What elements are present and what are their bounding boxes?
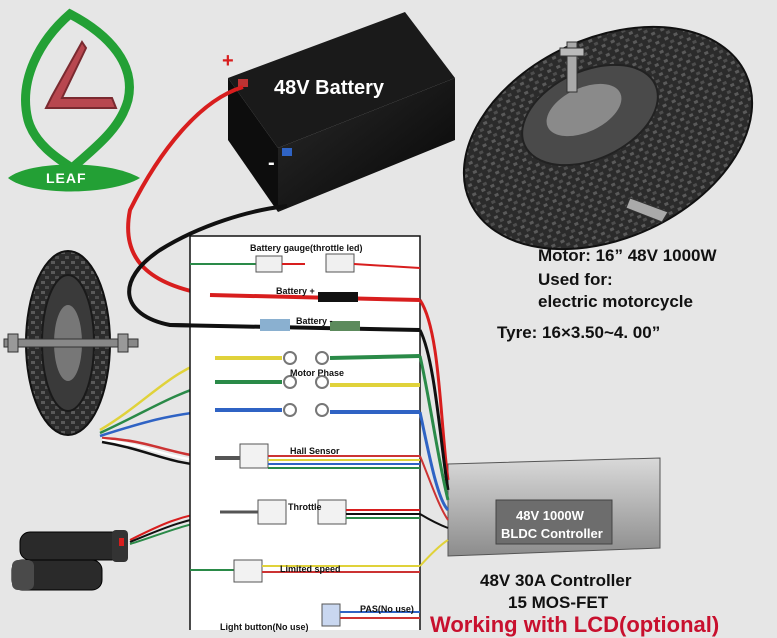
battery-plus-label: +	[222, 50, 234, 72]
controller-label-line2: BLDC Controller	[501, 526, 603, 541]
panel-wire-rows	[169, 253, 421, 627]
label-motor-phase: Motor Phase	[290, 368, 345, 378]
logo-banner	[8, 164, 140, 192]
controller	[418, 299, 661, 567]
logo-l-shape	[44, 40, 118, 109]
battery-plus-terminal	[238, 79, 248, 87]
motor-info-line1: Motor: 16” 48V 1000W	[538, 246, 717, 265]
label-battery-minus: Battery -	[296, 316, 333, 326]
logo-text: LEAF	[46, 170, 87, 186]
battery-minus-terminal	[282, 148, 292, 156]
throttle-handles	[11, 530, 128, 591]
controller-caption-line2: 15 MOS-FET	[508, 593, 609, 612]
motor-info-line3: electric motorcycle	[538, 292, 693, 311]
battery-minus-wire	[127, 204, 421, 332]
label-limited-speed: Limited speed	[280, 564, 341, 574]
leaf-logo	[8, 8, 140, 192]
label-battery-gauge: Battery gauge(throttle led)	[250, 243, 363, 253]
wiring-panel	[189, 235, 421, 630]
motor-info-line2: Used for:	[538, 270, 613, 289]
battery-plus-wire	[126, 85, 421, 304]
label-battery-plus: Battery +	[276, 286, 315, 296]
label-throttle: Throttle	[288, 502, 322, 512]
label-light-button: Light button(No use)	[220, 622, 309, 632]
battery-minus-label: -	[268, 152, 275, 174]
logo-leaf-shape	[21, 8, 134, 174]
controller-label-line1: 48V 1000W	[516, 508, 584, 523]
left-hub-motor	[3, 250, 139, 436]
tyre-info: Tyre: 16×3.50~4. 00”	[497, 323, 661, 342]
label-pas: PAS(No use)	[360, 604, 414, 614]
battery-title: 48V Battery	[274, 77, 385, 99]
right-hub-motor	[462, 25, 754, 251]
lcd-warning: Working with LCD(optional)	[430, 612, 720, 637]
battery	[228, 12, 455, 212]
controller-caption-line1: 48V 30A Controller	[480, 571, 632, 590]
label-hall-sensor: Hall Sensor	[290, 446, 340, 456]
